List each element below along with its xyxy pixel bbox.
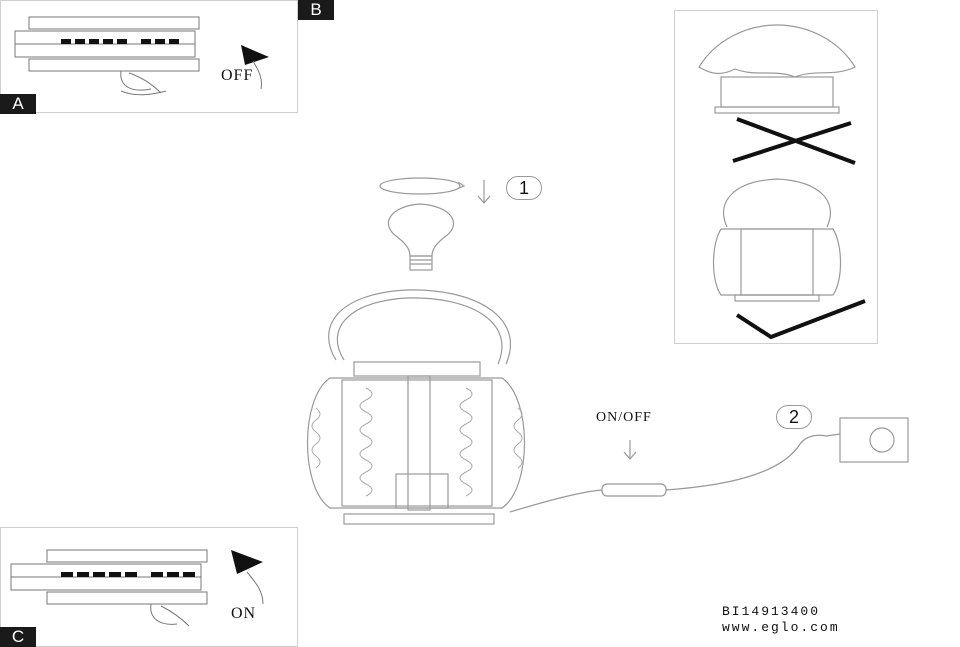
step-1-badge: 1 xyxy=(506,176,542,200)
panel-fuse-on: ON xyxy=(0,527,298,647)
fuse-off-label: OFF xyxy=(221,67,254,84)
panel-tag-c: C xyxy=(0,627,36,647)
fuse-on-label: ON xyxy=(231,605,257,622)
panel-tag-a: A xyxy=(0,94,36,114)
panel-fuse-off: OFF xyxy=(0,0,298,113)
panel-shade-check xyxy=(674,10,878,344)
shade-check-illustration xyxy=(698,24,866,340)
panel-tag-b: B xyxy=(298,0,334,20)
website-link[interactable]: www.eglo.com xyxy=(722,620,840,635)
product-code: BI14913400 xyxy=(722,604,821,619)
step-2-badge: 2 xyxy=(776,405,812,429)
cable-switch-illustration xyxy=(509,417,909,513)
lantern-lamp-illustration xyxy=(307,289,525,525)
fuse-box-on-illustration xyxy=(10,549,264,627)
arrow-right-icon xyxy=(241,45,269,65)
arrow-right-icon xyxy=(231,550,263,574)
switch-label: ON/OFF xyxy=(596,410,652,425)
bulb-rotate-illustration xyxy=(379,177,491,271)
correct-check-icon xyxy=(735,299,866,340)
fuse-box-off-illustration xyxy=(14,16,269,96)
